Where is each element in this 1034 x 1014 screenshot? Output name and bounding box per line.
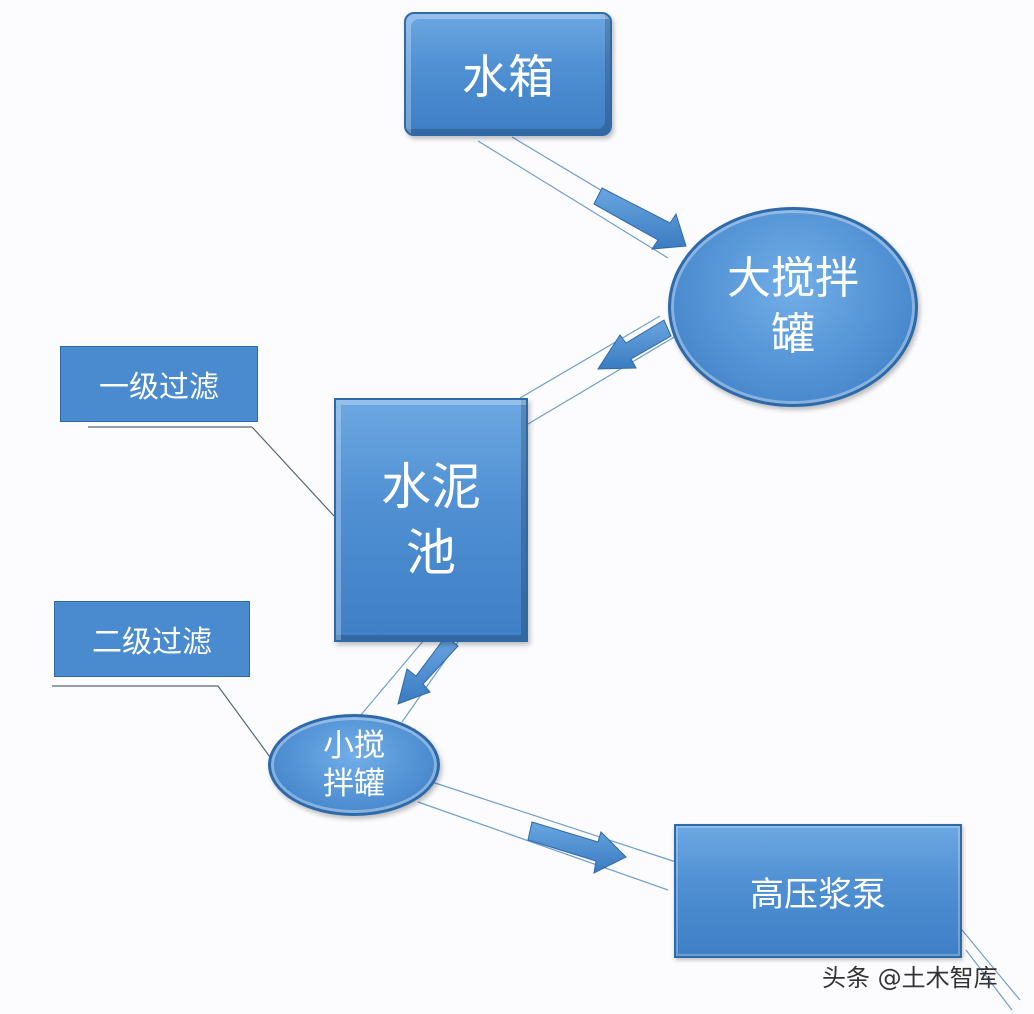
leader-secondary-filter (52, 685, 271, 758)
small-mixer-node: 小搅 拌罐 (268, 714, 440, 816)
big-mixer-label: 大搅拌 罐 (727, 253, 859, 360)
hp-pump-node: 高压浆泵 (674, 824, 962, 958)
primary-filter-label-box: 一级过滤 (60, 346, 258, 422)
connector-pump-out (961, 929, 1021, 1011)
arrow-bigmixer-to-pool (597, 319, 672, 370)
cement-pool-label: 水泥 池 (381, 458, 481, 582)
water-tank-node: 水箱 (404, 12, 612, 136)
connector-tank-to-bigmixer (477, 136, 685, 259)
connector-smallmixer-to-pump (417, 781, 677, 891)
arrow-smallmixer-to-pump (527, 821, 627, 874)
connector-bigmixer-to-pool (519, 315, 677, 425)
hp-pump-label: 高压浆泵 (750, 874, 886, 915)
water-tank-label: 水箱 (462, 50, 554, 104)
watermark-text: 头条 @土木智库 (822, 964, 998, 992)
cement-pool-node: 水泥 池 (334, 398, 528, 642)
secondary-filter-label: 二级过滤 (92, 625, 212, 660)
big-mixer-node: 大搅拌 罐 (668, 207, 918, 407)
arrow-tank-to-bigmixer (593, 187, 687, 250)
leader-primary-filter (88, 426, 335, 517)
primary-filter-label: 一级过滤 (99, 370, 219, 405)
arrow-pool-to-smallmixer (397, 635, 459, 705)
secondary-filter-label-box: 二级过滤 (54, 601, 250, 677)
small-mixer-label: 小搅 拌罐 (323, 728, 385, 802)
